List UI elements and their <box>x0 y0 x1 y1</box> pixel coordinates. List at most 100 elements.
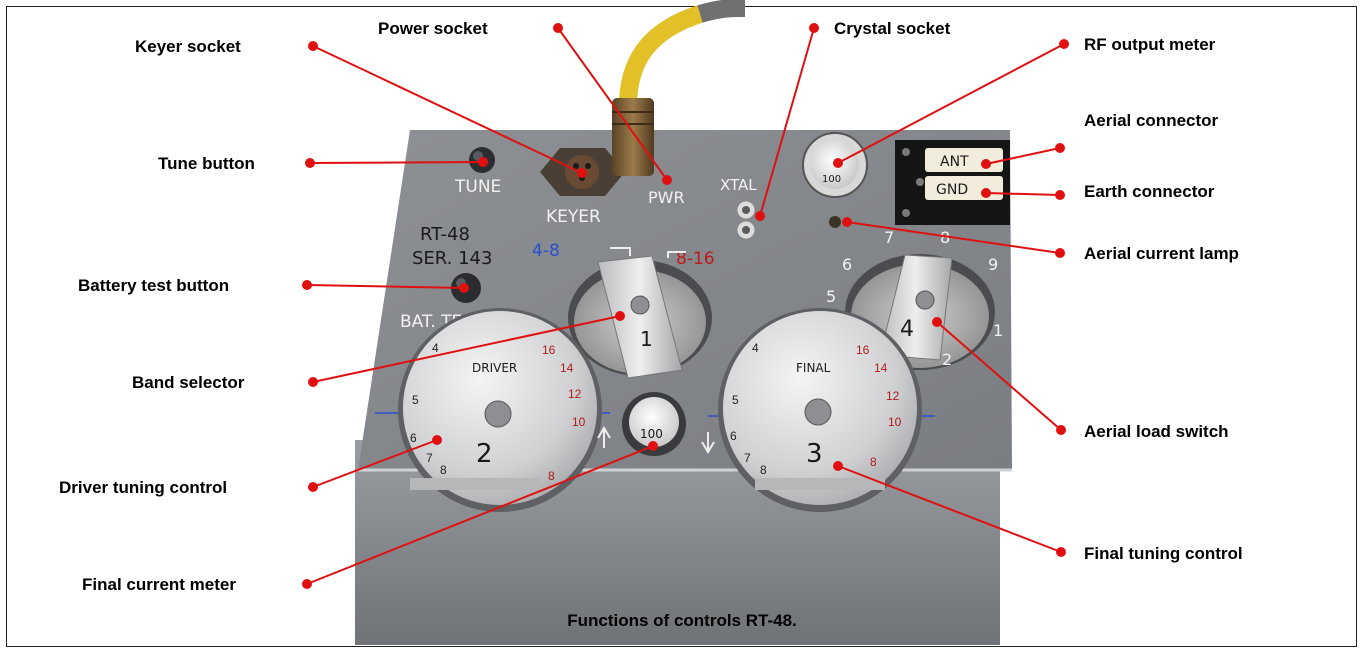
label-tune-button: Tune button <box>158 154 255 173</box>
leader-battery <box>306 284 465 289</box>
band-knob-number: 1 <box>640 327 653 351</box>
final-scale-label: 7 <box>744 451 751 465</box>
terminal-screw <box>916 178 924 186</box>
tune-text: TUNE <box>454 177 501 197</box>
band-bracket-right <box>667 251 686 258</box>
final-scale-label: 12 <box>886 389 900 403</box>
leader-dots <box>302 23 1069 589</box>
leader-final <box>837 465 1062 553</box>
leader-crystal <box>759 27 815 217</box>
label-keyer-socket: Keyer socket <box>135 37 241 56</box>
arrow-down-icon <box>701 432 715 454</box>
dot-gnd <box>1055 190 1065 200</box>
driver-scale-label: 14 <box>560 361 574 375</box>
dot-power <box>553 23 563 33</box>
band-knob-screw <box>630 295 650 315</box>
leader-driver <box>312 439 438 488</box>
label-crystal-socket: Crystal socket <box>834 19 951 38</box>
leader-lines <box>306 27 1065 585</box>
final-scale-label: 10 <box>888 415 902 429</box>
dot-lamp-end <box>842 217 852 227</box>
load-scale-label: 7 <box>884 228 894 247</box>
power-cable-grey <box>697 0 746 23</box>
driver-scale-label: 16 <box>542 343 556 357</box>
power-plug[interactable] <box>612 98 654 176</box>
dot-keyer-end <box>577 168 587 178</box>
dot-power-end <box>662 175 672 185</box>
dot-battery-end <box>459 283 469 293</box>
label-final-current-meter: Final current meter <box>82 575 236 594</box>
final-meter-value: 100 <box>640 427 663 441</box>
final-scale-label: 16 <box>856 343 870 357</box>
dot-band-end <box>615 311 625 321</box>
driver-scale-label: 5 <box>412 393 419 407</box>
dot-load <box>1056 425 1066 435</box>
leader-power <box>557 27 668 181</box>
driver-scale-label: 6 <box>410 431 417 445</box>
leader-gnd <box>985 192 1061 196</box>
arrow-up-icon <box>597 426 611 448</box>
dot-ant <box>1055 143 1065 153</box>
dot-battery <box>302 280 312 290</box>
load-scale-label: 6 <box>842 255 852 274</box>
label-aerial-load-switch: Aerial load switch <box>1084 422 1229 441</box>
dot-keyer <box>308 41 318 51</box>
load-scale-label: 2 <box>942 350 952 369</box>
load-scale-label: 9 <box>988 255 998 274</box>
dot-final <box>1056 547 1066 557</box>
load-scale-label: 8 <box>940 228 950 247</box>
keyer-text: KEYER <box>546 207 601 227</box>
load-knob[interactable] <box>879 254 953 361</box>
dot-meter-end <box>648 441 658 451</box>
terminal-screw <box>902 209 910 217</box>
leader-keyer <box>312 45 583 174</box>
dot-tune <box>305 158 315 168</box>
final-scale-label: 6 <box>730 429 737 443</box>
final-dial-hub <box>804 398 832 426</box>
serial-text: SER. 143 <box>412 248 492 269</box>
load-scale-label: 5 <box>826 287 836 306</box>
leader-lamp <box>846 221 1061 254</box>
xtal-text: XTAL <box>720 176 757 194</box>
dot-driver <box>308 482 318 492</box>
load-knob-screw <box>915 290 935 310</box>
dot-crystal <box>809 23 819 33</box>
aerial-lamp <box>829 216 841 228</box>
final-title: FINAL <box>796 361 831 375</box>
band-high-text: 8-16 <box>676 249 715 269</box>
final-knob-number: 3 <box>806 439 823 469</box>
leader-band <box>312 315 621 383</box>
dot-gnd-end <box>981 188 991 198</box>
driver-scale-label: 8 <box>548 469 555 483</box>
rf-meter-value: 100 <box>822 174 841 185</box>
driver-scale-label: 4 <box>432 341 439 355</box>
driver-scale-label: 12 <box>568 387 582 401</box>
driver-dial-hub <box>484 400 512 428</box>
leader-tune <box>309 161 484 164</box>
leader-ant <box>985 147 1061 165</box>
gnd-text: GND <box>936 182 968 198</box>
pwr-text: PWR <box>648 188 685 207</box>
dot-lamp <box>1055 248 1065 258</box>
label-earth-connector: Earth connector <box>1084 182 1215 201</box>
driver-scale-label: 10 <box>572 415 586 429</box>
label-rf-output-meter: RF output meter <box>1084 35 1216 54</box>
band-bracket-left <box>610 247 631 256</box>
driver-scale-label: 7 <box>426 451 433 465</box>
terminal-screw <box>902 148 910 156</box>
label-band-selector: Band selector <box>132 373 245 392</box>
dot-rf-end <box>833 158 843 168</box>
driver-scale: 4 5 6 7 8 16 14 12 10 8 <box>410 341 586 483</box>
keyer-pin <box>585 163 591 169</box>
final-scale-label: 8 <box>760 463 767 477</box>
final-scale-label: 4 <box>752 341 759 355</box>
dot-tune-end <box>478 157 488 167</box>
dot-load-end <box>932 317 942 327</box>
crystal-hole-2-center <box>742 226 750 234</box>
final-knurl <box>755 478 885 490</box>
band-knob[interactable] <box>597 255 683 379</box>
dot-ant-end <box>981 159 991 169</box>
figure-caption: Functions of controls RT-48. <box>567 611 797 630</box>
power-cable <box>619 5 703 107</box>
model-text: RT-48 <box>420 224 470 245</box>
